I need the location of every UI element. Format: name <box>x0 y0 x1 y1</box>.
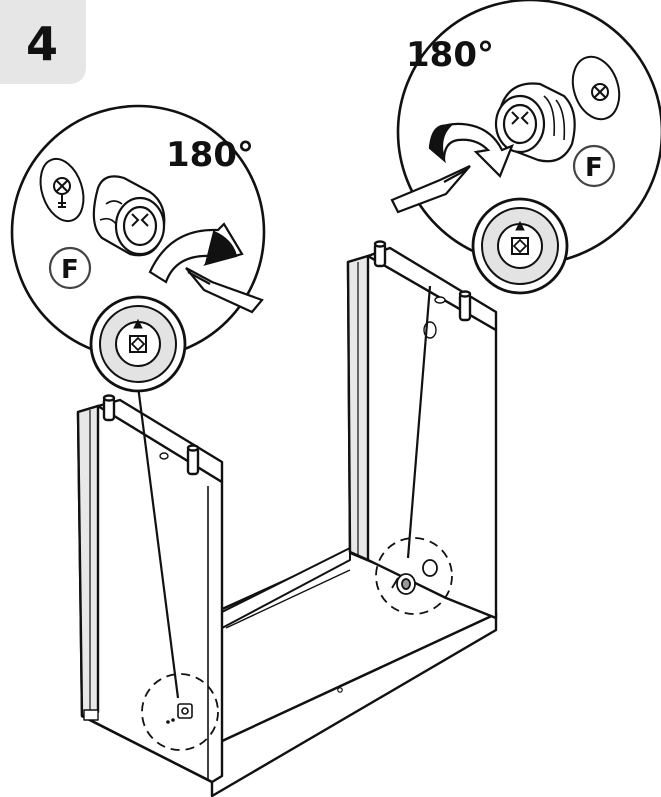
part-label-text: F <box>585 153 603 183</box>
dowel-pin <box>102 394 116 422</box>
dowel-pin <box>186 444 200 476</box>
right-detail-callout: F 180° <box>390 0 661 295</box>
part-label-text: F <box>61 255 79 285</box>
rotate-arrow-icon <box>428 122 514 178</box>
step-number: 4 <box>26 17 58 71</box>
cam-location-markers <box>141 537 453 751</box>
cam-location-right <box>375 537 453 615</box>
dowel-pin <box>458 290 472 322</box>
part-label-f: F <box>48 246 92 290</box>
step-badge: 4 <box>0 0 86 84</box>
left-side-panel <box>76 394 224 784</box>
screwdriver-icon <box>185 267 264 314</box>
left-detail-callout: F 180° <box>10 104 266 393</box>
cam-screw-icon <box>571 55 621 121</box>
leader-lines <box>136 285 432 699</box>
cam-lock-icon <box>166 703 193 724</box>
cam-slot-icon <box>471 197 569 295</box>
screwdriver-icon <box>390 165 471 214</box>
leader-line-left <box>136 385 180 699</box>
left-rotation-label: 180° <box>166 135 254 175</box>
cam-screw-icon <box>39 157 85 223</box>
leader-line-right <box>406 285 432 559</box>
dowel-pin <box>373 240 387 268</box>
cam-slot-icon <box>89 295 187 393</box>
cam-lock-icon <box>391 559 438 595</box>
cabinet-frame <box>76 240 498 797</box>
cam-lock-icon <box>494 82 576 163</box>
right-rotation-label: 180° <box>406 35 494 75</box>
cam-location-left <box>141 673 219 751</box>
rotate-arrow-icon <box>148 222 244 284</box>
cam-lock-icon <box>92 175 166 257</box>
part-label-f: F <box>572 144 616 188</box>
right-side-panel <box>346 240 498 620</box>
